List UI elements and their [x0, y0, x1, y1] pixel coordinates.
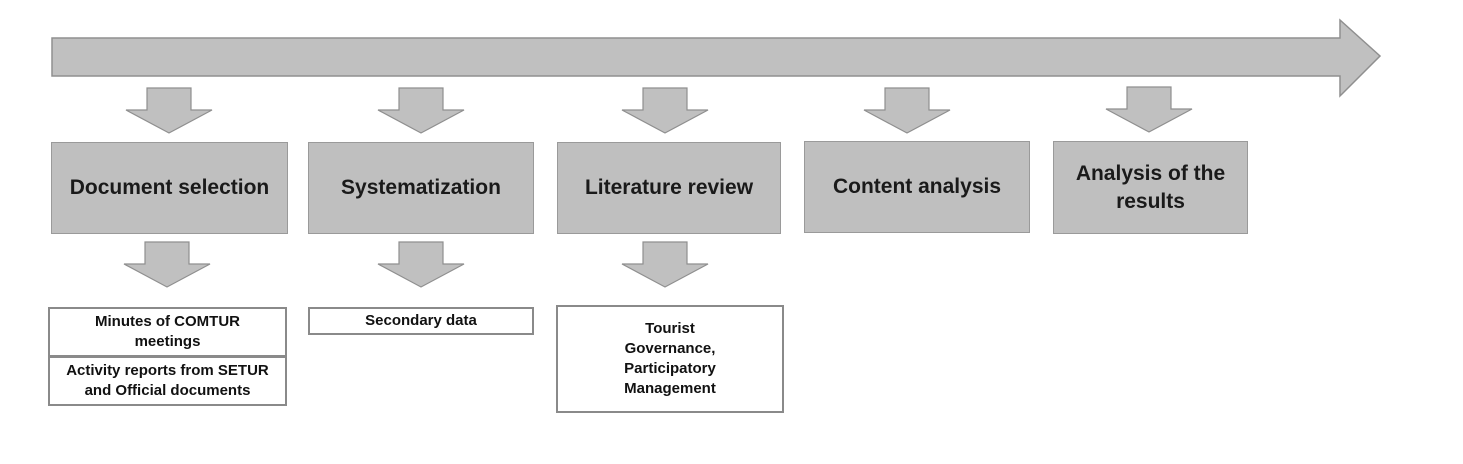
down-arrow-step-2 — [377, 87, 465, 134]
down-arrow-step-5 — [1105, 86, 1193, 133]
output-minutes-comtur: Minutes of COMTUR meetings — [48, 307, 287, 357]
output-label: Tourist Governance, Participatory Manage… — [624, 320, 716, 397]
step-content-analysis: Content analysis — [804, 141, 1030, 233]
step-label: Content analysis — [832, 175, 1002, 198]
down-arrow-step-1 — [125, 87, 213, 134]
timeline-arrow — [51, 18, 1382, 98]
step-analysis-of-results: Analysis of the results — [1053, 141, 1248, 234]
step-systematization: Systematization — [308, 142, 534, 234]
step-label: Analysis of the results — [1075, 161, 1226, 213]
step-document-selection: Document selection — [51, 142, 288, 234]
down-arrow-output-3 — [621, 241, 709, 288]
down-arrow-step-3 — [621, 87, 709, 134]
down-arrow-output-2 — [377, 241, 465, 288]
down-arrow-output-1 — [123, 241, 211, 288]
down-arrow-step-4 — [863, 87, 951, 134]
output-label: Minutes of COMTUR meetings — [95, 313, 240, 350]
output-label: Secondary data — [365, 312, 477, 329]
output-label: Activity reports from SETUR and Official… — [66, 362, 269, 399]
output-tourist-governance: Tourist Governance, Participatory Manage… — [556, 305, 784, 413]
output-secondary-data: Secondary data — [308, 307, 534, 335]
step-label: Literature review — [584, 176, 754, 199]
step-label: Document selection — [69, 176, 270, 199]
step-literature-review: Literature review — [557, 142, 781, 234]
output-activity-reports: Activity reports from SETUR and Official… — [48, 356, 287, 406]
step-label: Systematization — [341, 176, 501, 199]
